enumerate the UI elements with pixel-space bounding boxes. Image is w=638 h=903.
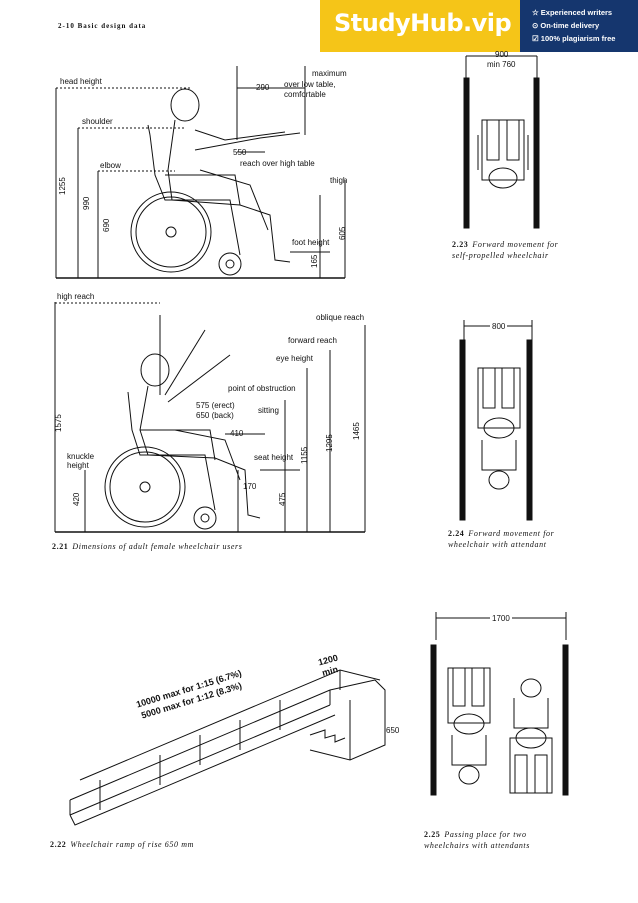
fig221-text: Dimensions of adult female wheelchair us… [72, 542, 243, 551]
thigh-label: thigh [330, 176, 348, 185]
fig222-ramp-drawing [69, 669, 386, 826]
width-1700: 1700 [490, 614, 512, 623]
seat-height-label: seat height [254, 453, 294, 462]
perk-item: ☆ Experienced writers [532, 8, 613, 17]
head-height-label: head height [60, 77, 102, 86]
fig224-text-1: Forward movement for [468, 529, 555, 538]
over-low-table-label: over low table, [284, 80, 336, 89]
ramp-rise: 650 [386, 726, 400, 735]
fig224-corridor-drawing [459, 320, 533, 521]
fig225-text-2: wheelchairs with attendants [424, 841, 530, 850]
dim-410: 410 [230, 429, 244, 438]
dim-1465: 1465 [352, 422, 361, 440]
perk-item: ⊙ On-time delivery [532, 21, 600, 30]
dim-170: 170 [243, 482, 257, 491]
forward-reach-label: forward reach [288, 336, 337, 345]
reach-high-table-label: reach over high table [240, 159, 315, 168]
fig221-top-drawing [55, 66, 346, 279]
width-800: 800 [490, 322, 508, 331]
sitting-label: sitting [258, 406, 279, 415]
fig225-number: 2.25 [424, 830, 441, 839]
elbow-label: elbow [100, 161, 121, 170]
perk-item: ☑ 100% plagiarism free [532, 34, 616, 43]
maximum-label: maximum [312, 69, 347, 78]
knuckle-height-label: height [67, 461, 89, 470]
comfortable-label: comfortable [284, 90, 326, 99]
fig222-number: 2.22 [50, 840, 67, 849]
fig224-number: 2.24 [448, 529, 465, 538]
dim-550: 550 [233, 148, 247, 157]
fig224-text-2: wheelchair with attendant [448, 540, 547, 549]
fig221-bottom-drawing [54, 302, 366, 533]
dim-290: 290 [256, 83, 270, 92]
dim-1255: 1255 [58, 177, 67, 195]
brand-logo: StudyHub.vip [320, 0, 520, 52]
dim-475: 475 [278, 492, 287, 506]
perks-list: ☆ Experienced writers ⊙ On-time delivery… [532, 6, 615, 45]
oblique-reach-label: oblique reach [316, 313, 365, 322]
dim-1295: 1295 [325, 434, 334, 452]
page-header: 2-10 Basic design data [58, 22, 147, 30]
erect-label: 575 (erect) [196, 401, 235, 410]
dim-420: 420 [72, 492, 81, 506]
dim-165: 165 [310, 254, 319, 268]
back-label: 650 (back) [196, 411, 234, 420]
width-min-760: min 760 [487, 60, 516, 69]
fig223-text-2: self-propelled wheelchair [452, 251, 549, 260]
dim-1155: 1155 [300, 446, 309, 464]
fig223-number: 2.23 [452, 240, 469, 249]
dim-1575: 1575 [54, 414, 63, 432]
high-reach-label: high reach [57, 292, 95, 301]
eye-height-label: eye height [276, 354, 313, 363]
fig221-number: 2.21 [52, 542, 69, 551]
fig223-corridor-drawing [463, 55, 540, 229]
width-900: 900 [495, 50, 509, 59]
brand-name: StudyHub.vip [334, 9, 512, 37]
shoulder-label: shoulder [82, 117, 113, 126]
studyhub-banner[interactable]: StudyHub.vip ☆ Experienced writers ⊙ On-… [320, 0, 638, 52]
dim-990: 990 [82, 196, 91, 210]
knuckle-label: knuckle [67, 452, 95, 461]
fig222-text: Wheelchair ramp of rise 650 mm [70, 840, 194, 849]
point-obstruction-label: point of obstruction [228, 384, 296, 393]
foot-height-label: foot height [292, 238, 330, 247]
dim-690: 690 [102, 218, 111, 232]
fig225-corridor-drawing [430, 612, 569, 796]
dim-605: 605 [338, 226, 347, 240]
fig225-text-1: Passing place for two [444, 830, 527, 839]
fig223-text-1: Forward movement for [472, 240, 559, 249]
